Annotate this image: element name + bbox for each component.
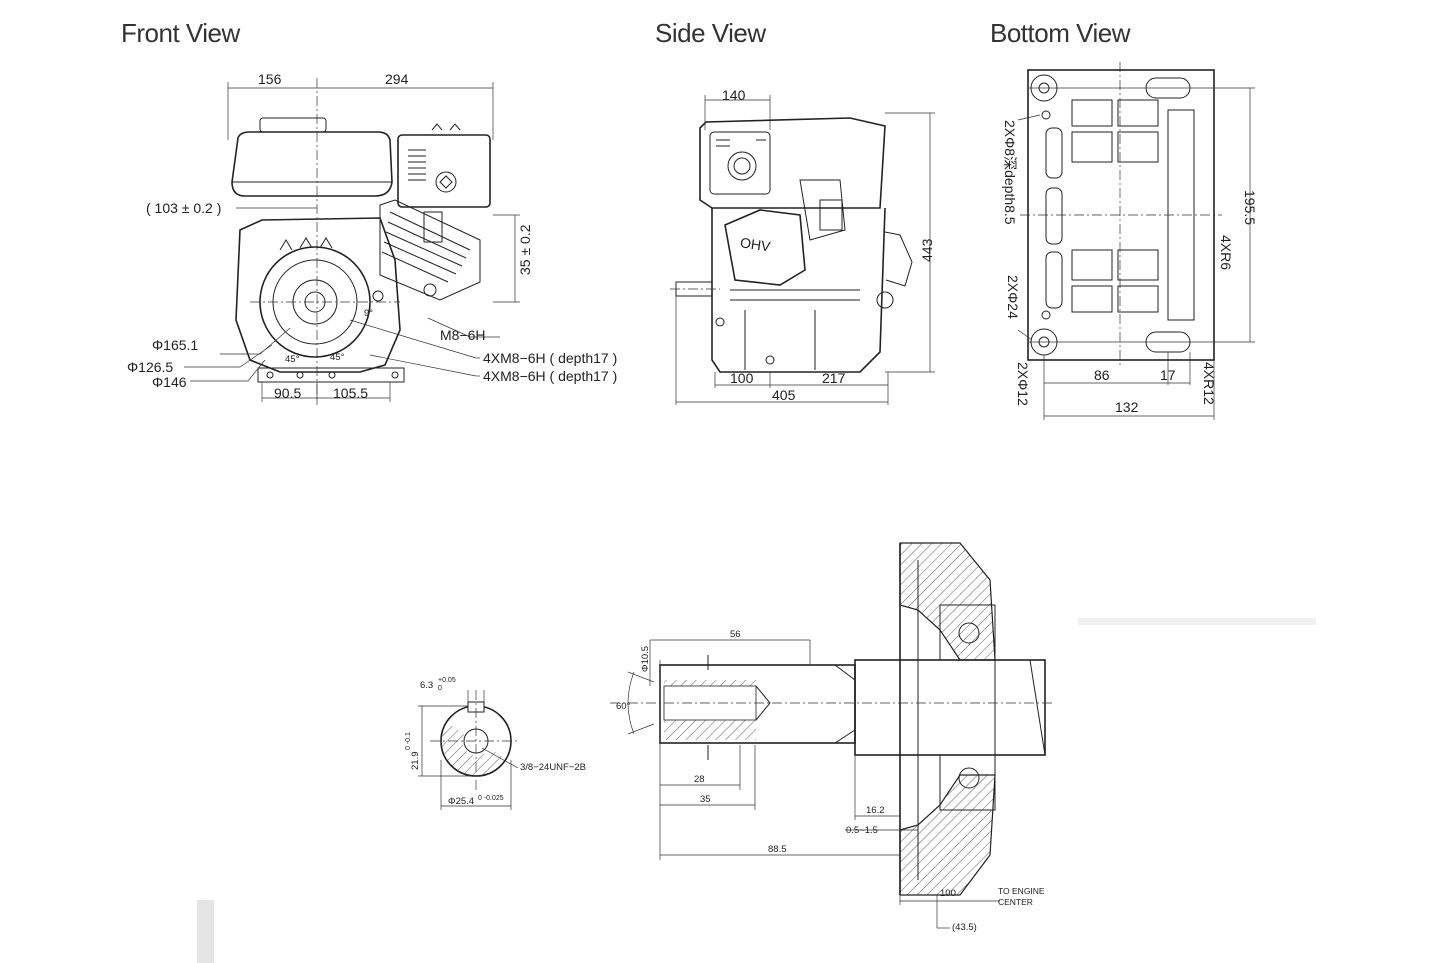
side-view-title: Side View bbox=[655, 18, 766, 48]
svg-text:90.5: 90.5 bbox=[274, 385, 301, 401]
svg-text:2XΦ24: 2XΦ24 bbox=[1005, 275, 1021, 319]
front-view-title: Front View bbox=[121, 18, 240, 48]
svg-text:4XR6: 4XR6 bbox=[1218, 235, 1234, 270]
svg-text:Φ25.4: Φ25.4 bbox=[448, 796, 474, 807]
svg-text:( 103 ± 0.2 ): ( 103 ± 0.2 ) bbox=[146, 200, 221, 216]
svg-text:2XΦ8深depth8.5: 2XΦ8深depth8.5 bbox=[1002, 120, 1018, 225]
svg-text:443: 443 bbox=[919, 238, 935, 262]
shaft-cross-labels: 6.3 +0.05 0 21.9 0 -0.1 3/8−24UNF−2B Φ25… bbox=[405, 677, 586, 807]
svg-text:16.2: 16.2 bbox=[866, 805, 885, 816]
bottom-view-labels: 195.5 4XR6 2XΦ8深depth8.5 2XΦ24 2XΦ12 86 … bbox=[1002, 120, 1258, 415]
svg-text:9°: 9° bbox=[364, 308, 373, 319]
shaft-cross-section bbox=[418, 690, 520, 810]
svg-text:60°: 60° bbox=[616, 701, 631, 712]
svg-text:M8−6H: M8−6H bbox=[440, 327, 486, 343]
svg-text:Φ165.1: Φ165.1 bbox=[152, 337, 198, 353]
svg-text:Φ126.5: Φ126.5 bbox=[127, 359, 173, 375]
bottom-view-drawing bbox=[1017, 62, 1255, 420]
svg-text:17: 17 bbox=[1160, 367, 1176, 383]
svg-text:4XR12: 4XR12 bbox=[1201, 362, 1217, 405]
svg-text:100: 100 bbox=[940, 888, 956, 899]
side-view-drawing: OHV bbox=[670, 95, 935, 405]
svg-text:86: 86 bbox=[1094, 367, 1110, 383]
svg-text:21.9: 21.9 bbox=[410, 752, 421, 771]
svg-text:0 -0.1: 0 -0.1 bbox=[405, 732, 412, 750]
svg-text:132: 132 bbox=[1115, 399, 1139, 415]
svg-text:6.3: 6.3 bbox=[420, 680, 433, 691]
svg-text:TO ENGINE: TO ENGINE bbox=[998, 886, 1045, 896]
svg-text:Φ10.5: Φ10.5 bbox=[640, 646, 651, 672]
svg-text:4XM8−6H ( depth17 ): 4XM8−6H ( depth17 ) bbox=[483, 368, 617, 384]
side-view-labels: 140 443 100 217 405 bbox=[722, 87, 935, 403]
svg-text:140: 140 bbox=[722, 87, 746, 103]
svg-text:2XΦ12: 2XΦ12 bbox=[1015, 362, 1031, 406]
svg-text:Φ146: Φ146 bbox=[152, 374, 187, 390]
svg-text:4XM8−6H ( depth17 ): 4XM8−6H ( depth17 ) bbox=[483, 350, 617, 366]
svg-text:156: 156 bbox=[258, 71, 282, 87]
svg-text:35: 35 bbox=[700, 794, 711, 805]
svg-text:294: 294 bbox=[385, 71, 409, 87]
svg-text:405: 405 bbox=[772, 387, 796, 403]
svg-text:217: 217 bbox=[822, 370, 846, 386]
svg-text:0 -0.025: 0 -0.025 bbox=[478, 795, 504, 802]
svg-text:0: 0 bbox=[438, 685, 442, 692]
svg-text:105.5: 105.5 bbox=[333, 385, 368, 401]
svg-text:195.5: 195.5 bbox=[1242, 190, 1258, 225]
svg-text:CENTER: CENTER bbox=[998, 897, 1033, 907]
svg-text:+0.05: +0.05 bbox=[438, 677, 456, 684]
svg-text:35 ± 0.2: 35 ± 0.2 bbox=[517, 224, 533, 275]
shaft-longitudinal-labels: Φ10.5 56 60° 28 35 16.2 0.5~1.5 88.5 100… bbox=[616, 629, 1045, 933]
svg-text:100: 100 bbox=[730, 370, 754, 386]
bottom-view-title: Bottom View bbox=[990, 18, 1130, 48]
svg-text:0.5~1.5: 0.5~1.5 bbox=[846, 825, 878, 836]
front-view-labels: 156 294 ( 103 ± 0.2 ) 35 ± 0.2 Φ165.1 Φ1… bbox=[127, 71, 617, 401]
svg-text:56: 56 bbox=[730, 629, 741, 640]
svg-text:3/8−24UNF−2B: 3/8−24UNF−2B bbox=[520, 762, 586, 773]
svg-text:88.5: 88.5 bbox=[768, 844, 787, 855]
svg-text:(43.5): (43.5) bbox=[952, 922, 977, 933]
shaft-longitudinal-section bbox=[610, 542, 1055, 929]
svg-text:OHV: OHV bbox=[739, 234, 772, 254]
light-strip bbox=[1078, 618, 1316, 625]
svg-text:45°: 45° bbox=[285, 354, 300, 365]
gray-bar bbox=[197, 900, 214, 963]
svg-text:28: 28 bbox=[694, 774, 705, 785]
svg-text:45°: 45° bbox=[330, 352, 345, 363]
front-view-drawing bbox=[184, 78, 520, 405]
